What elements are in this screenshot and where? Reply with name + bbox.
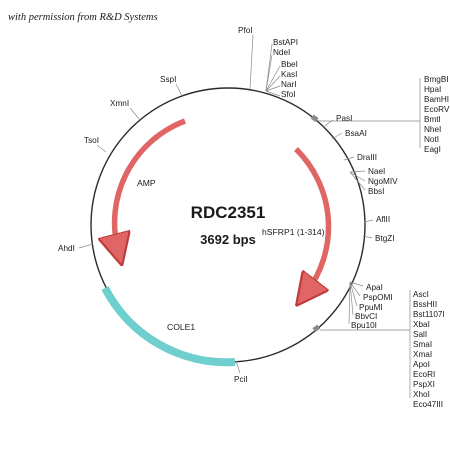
svg-text:TsoI: TsoI: [84, 136, 99, 145]
svg-text:SalI: SalI: [413, 330, 427, 339]
svg-text:PspXI: PspXI: [413, 380, 435, 389]
site-btgzi: BtgZI: [362, 234, 395, 243]
svg-text:BmtI: BmtI: [424, 115, 441, 124]
svg-text:XmnI: XmnI: [110, 99, 129, 108]
site-cluster-right-bottom: AscI BssHII Bst1107I XbaI SalI SmaI XmaI…: [312, 290, 445, 409]
hsfrp1-arrow: [294, 147, 332, 293]
svg-text:NaeI: NaeI: [368, 167, 385, 176]
svg-text:SspI: SspI: [160, 75, 176, 84]
site-cluster-right-top: BmgBI HpaI BamHI EcoRV BmtI NheI NotI Ea…: [310, 75, 450, 154]
site-draiii: DraIII: [343, 153, 377, 162]
svg-text:BssHII: BssHII: [413, 300, 437, 309]
svg-text:EcoRV: EcoRV: [424, 105, 450, 114]
svg-text:SmaI: SmaI: [413, 340, 432, 349]
svg-text:NgoMIV: NgoMIV: [368, 177, 398, 186]
svg-text:PciI: PciI: [234, 375, 248, 384]
credit-text: with permission from R&D Systems: [8, 12, 158, 23]
svg-text:XhoI: XhoI: [413, 390, 430, 399]
svg-text:KasI: KasI: [281, 70, 297, 79]
site-cluster-apa: ApaI PspOMI PpuMI BbvCI Bpu10I: [348, 281, 393, 330]
svg-text:ApoI: ApoI: [413, 360, 430, 369]
site-cluster-nae: NaeI NgoMIV BbsI: [349, 167, 398, 196]
site-xmni: XmnI: [110, 99, 141, 121]
svg-text:BsaAI: BsaAI: [345, 129, 367, 138]
site-bsaai: BsaAI: [331, 129, 367, 140]
site-tsoi: TsoI: [84, 136, 107, 153]
svg-text:SfoI: SfoI: [281, 90, 296, 99]
svg-text:BbvCI: BbvCI: [355, 312, 377, 321]
svg-text:PpuMI: PpuMI: [359, 303, 383, 312]
svg-text:EcoRI: EcoRI: [413, 370, 435, 379]
site-pasi: PasI: [322, 114, 352, 128]
svg-text:Bst1107I: Bst1107I: [413, 310, 445, 319]
svg-text:AscI: AscI: [413, 290, 429, 299]
svg-text:PspOMI: PspOMI: [363, 293, 393, 302]
amp-arrow: [115, 118, 186, 250]
site-sspi: SspI: [160, 75, 183, 97]
svg-text:XbaI: XbaI: [413, 320, 430, 329]
svg-text:HpaI: HpaI: [424, 85, 441, 94]
svg-text:BstAPI: BstAPI: [273, 38, 298, 47]
svg-text:Bpu10I: Bpu10I: [351, 321, 377, 330]
svg-text:BbeI: BbeI: [281, 60, 298, 69]
site-aflii: AflII: [363, 215, 390, 224]
svg-text:DraIII: DraIII: [357, 153, 377, 162]
svg-text:BbsI: BbsI: [368, 187, 384, 196]
svg-text:NarI: NarI: [281, 80, 296, 89]
svg-text:BmgBI: BmgBI: [424, 75, 449, 84]
svg-text:NdeI: NdeI: [273, 48, 290, 57]
site-pfoi: PfoI: [238, 26, 254, 90]
svg-text:Eco47III: Eco47III: [413, 400, 443, 409]
svg-text:EagI: EagI: [424, 145, 441, 154]
feature-label-hsfrp1: hSFRP1 (1-314): [262, 227, 325, 237]
feature-label-amp: AMP: [137, 178, 156, 188]
svg-text:PfoI: PfoI: [238, 26, 253, 35]
svg-text:AflII: AflII: [376, 215, 390, 224]
site-pcii: PciI: [234, 360, 248, 384]
plasmid-name: RDC2351: [191, 203, 266, 222]
svg-text:NheI: NheI: [424, 125, 441, 134]
svg-text:PasI: PasI: [336, 114, 352, 123]
site-cluster-top: BstAPI NdeI BbeI KasI NarI SfoI: [265, 38, 298, 99]
svg-text:ApaI: ApaI: [366, 283, 383, 292]
feature-label-cole1: COLE1: [167, 322, 195, 332]
svg-text:BtgZI: BtgZI: [375, 234, 395, 243]
svg-text:BamHI: BamHI: [424, 95, 449, 104]
svg-text:XmaI: XmaI: [413, 350, 432, 359]
site-ahdi: AhdI: [58, 243, 94, 253]
plasmid-size: 3692 bps: [200, 232, 256, 247]
svg-text:AhdI: AhdI: [58, 244, 75, 253]
cole1-band: [101, 286, 236, 367]
svg-text:NotI: NotI: [424, 135, 439, 144]
